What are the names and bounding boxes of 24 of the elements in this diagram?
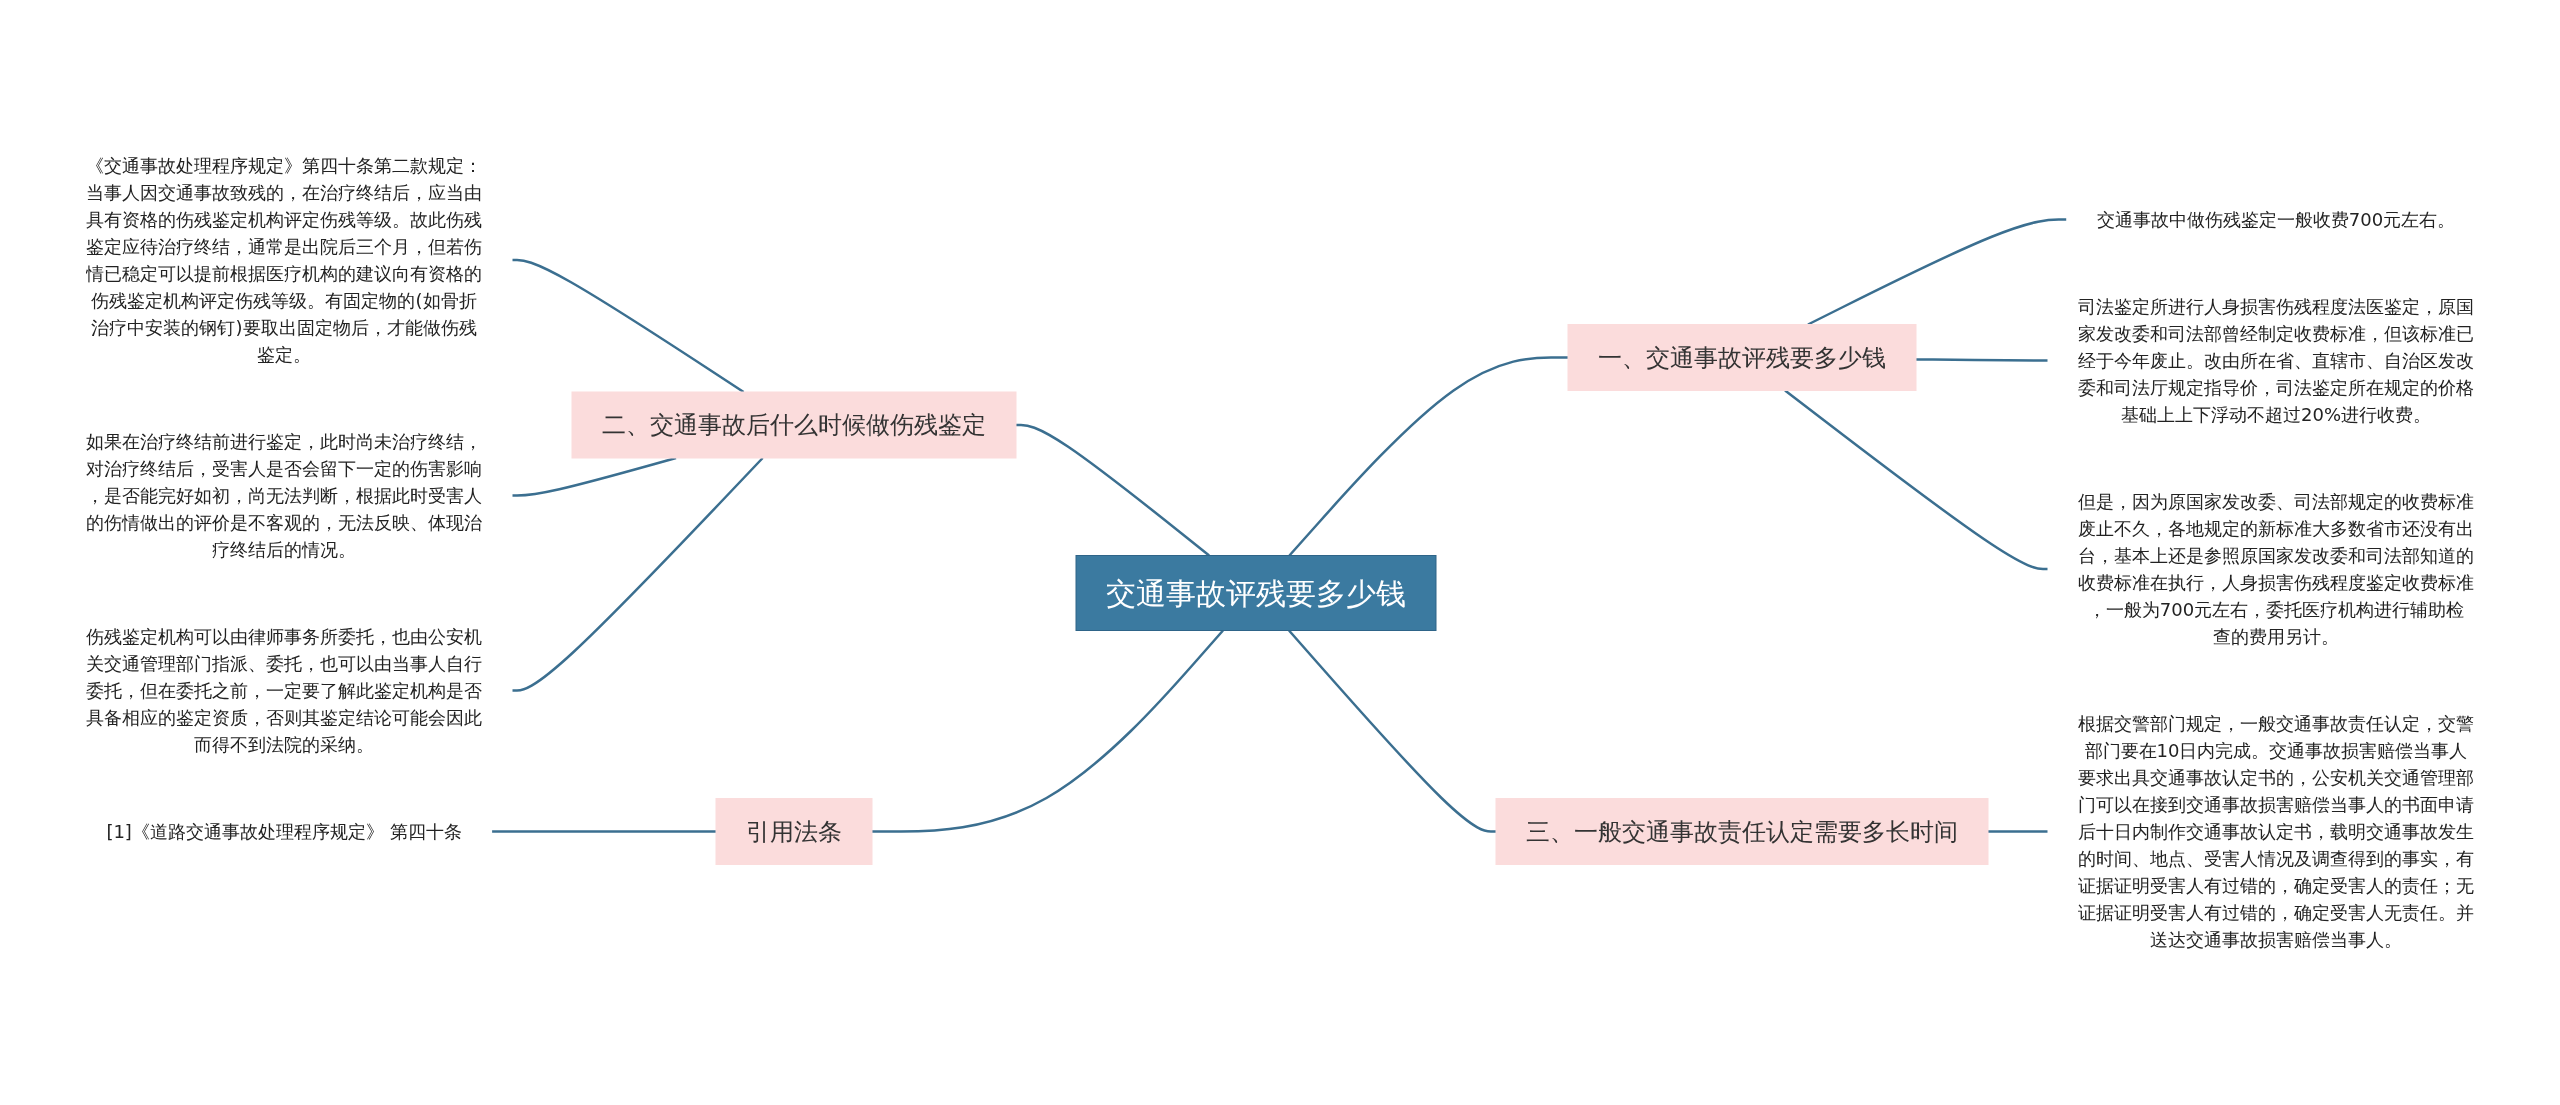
connector bbox=[1016, 423, 1210, 557]
node-box: 二、交通事故后什么时候做伤残鉴定 bbox=[571, 391, 1017, 459]
connector bbox=[1916, 358, 2048, 362]
node-text: 根据交警部门规定，一般交通事故责任认定，交警部门要在10日内完成。交通事故损害赔偿当事人要求出具交通事故认定书的，公安机关交通管理部门可以在接到交通事故损害赔偿当事人的书面申请后十日内制作交通事故认定书，载明交通事故发生的时间、地点、受害人情况及调查得到的事实，有证据证明受害人有过错的，确定受害人的责任；无证据证明受害人有过错的，确定受害人无责任。并送达交通事故损害赔偿当事人。 bbox=[2078, 713, 2474, 950]
node-text: [1]《道路交通事故处理程序规定》 第四十条 bbox=[106, 821, 462, 842]
connector bbox=[1988, 830, 2048, 833]
node-text: 如果在治疗终结前进行鉴定，此时尚未治疗终结，对治疗终结后，受害人是否会留下一定的伤害影响，是否能完好如初，尚无法判断，根据此时受害人的伤情做出的评价是不客观的，无法反映、体现治疗终结后的情况。 bbox=[86, 431, 482, 560]
node-text: 司法鉴定所进行人身损害伤残程度法医鉴定，原国家发改委和司法部曾经制定收费标准，但该标准已经于今年废止。改由所在省、直辖市、自治区发改委和司法厅规定指导价，司法鉴定所在规定的价格基础上上下浮动不超过20%进行收费。 bbox=[2078, 296, 2474, 425]
connector bbox=[1807, 218, 2067, 326]
connector bbox=[512, 258, 745, 394]
node-box: 一、交通事故评残要多少钱 bbox=[1567, 324, 1917, 391]
connector bbox=[512, 457, 764, 692]
connector bbox=[1288, 629, 1496, 833]
node-box: 三、一般交通事故责任认定需要多长时间 bbox=[1495, 798, 1989, 865]
node-text: 但是，因为原国家发改委、司法部规定的收费标准废止不久，各地规定的新标准大多数省市还没有出台，基本上还是参照原国家发改委和司法部知道的收费标准在执行，人身损害伤残程度鉴定收费标准，一般为700元左右，委托医疗机构进行辅助检查的费用另计。 bbox=[2078, 491, 2474, 647]
node-box: 交通事故评残要多少钱 bbox=[1075, 555, 1437, 631]
connector bbox=[491, 830, 716, 833]
node-text: 《交通事故处理程序规定》第四十条第二款规定：当事人因交通事故致残的，在治疗终结后，应当由具有资格的伤残鉴定机构评定伤残等级。故此伤残鉴定应待治疗终结，通常是出院后三个月，但若伤情已稳定可以提前根据医疗机构的建议向有资格的伤残鉴定机构评定伤残等级。有固定物的(如骨折治疗中安装的钢钉)要取出固定物后，才能做伤残鉴定。 bbox=[86, 155, 482, 365]
node-text: 伤残鉴定机构可以由律师事务所委托，也由公安机关交通管理部门指派、委托，也可以由当事人自行委托，但在委托之前，一定要了解此鉴定机构是否具备相应的鉴定资质，否则其鉴定结论可能会因此而得不到法院的采纳。 bbox=[86, 626, 482, 755]
node-text: 交通事故中做伤残鉴定一般收费700元左右。 bbox=[2096, 209, 2456, 230]
connector bbox=[872, 629, 1224, 833]
node-box: 引用法条 bbox=[715, 798, 873, 865]
connector bbox=[1288, 356, 1568, 557]
connector bbox=[1784, 389, 2048, 571]
